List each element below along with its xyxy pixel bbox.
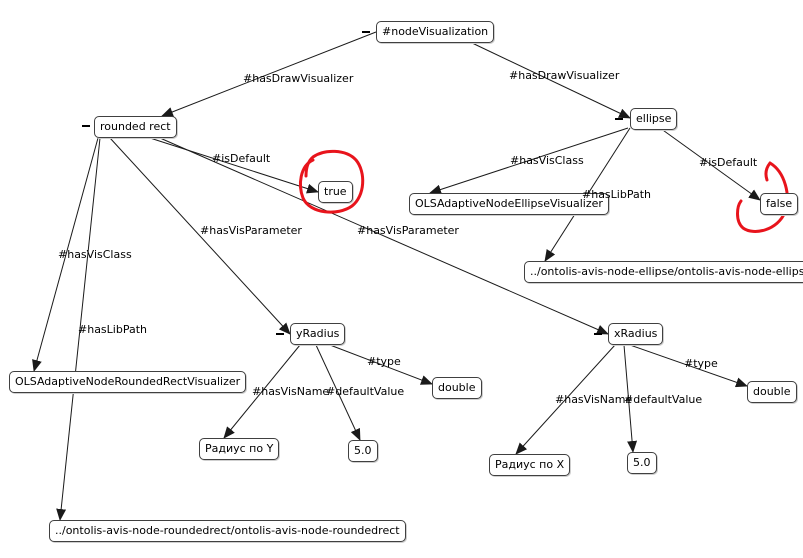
edge-rounded-to-true [149, 137, 319, 194]
edge-yradius-to-double [329, 344, 433, 385]
highlight-circle-true [299, 149, 365, 214]
node-default-x[interactable]: 5.0 [627, 452, 657, 474]
edge-rounded-to-libpath [56, 137, 101, 521]
edge-label-type-x: #type [684, 357, 718, 370]
node-false[interactable]: false [760, 193, 799, 215]
node-ellipse[interactable]: ellipse [630, 108, 678, 130]
edge-label-type-y: #type [367, 355, 401, 368]
edge-label-hasvisparameter-x: #hasVisParameter [357, 224, 459, 237]
node-rounded-libpath[interactable]: ../ontolis-avis-node-roundedrect/ontolis… [49, 520, 406, 542]
edge-label-hasvisparameter-y: #hasVisParameter [200, 224, 302, 237]
edge-label-hasvisname-y: #hasVisName [252, 385, 330, 398]
node-rounded-rect[interactable]: rounded rect [94, 116, 177, 138]
edge-nodevis-to-rounded [161, 31, 377, 117]
collapse-toggle-rounded-rect[interactable] [82, 125, 90, 127]
edge-xradius-to-default [623, 344, 638, 453]
node-ellipse-visualizer[interactable]: OLSAdaptiveNodeEllipseVisualizer [409, 193, 609, 215]
node-rounded-visualizer[interactable]: OLSAdaptiveNodeRoundedRectVisualizer [9, 371, 247, 393]
edge-label-isdefault-right: #isDefault [699, 156, 758, 169]
edge-yradius-to-radiusname [223, 344, 301, 439]
node-radius-y-name[interactable]: Радиус по Y [199, 438, 280, 460]
edge-xradius-to-radiusname [515, 344, 616, 455]
node-default-y[interactable]: 5.0 [348, 440, 378, 462]
edge-label-isdefault-left: #isDefault [212, 152, 271, 165]
node-ellipse-libpath[interactable]: ../ontolis-avis-node-ellipse/ontolis-avi… [524, 261, 803, 283]
edge-yradius-to-default [315, 344, 361, 441]
edge-label-defaultvalue-x: #defaultValue [624, 393, 703, 406]
edge-nodevis-to-ellipse [469, 41, 631, 119]
collapse-toggle-nodevisualization[interactable] [362, 31, 370, 33]
node-double-y[interactable]: double [432, 377, 482, 399]
edge-rounded-to-xradius [159, 137, 609, 335]
node-radius-x-name[interactable]: Радиус по X [489, 454, 571, 476]
node-nodevisualization[interactable]: #nodeVisualization [376, 21, 495, 43]
edge-label-hasvisclass-rounded: #hasVisClass [58, 248, 132, 261]
node-double-x[interactable]: double [747, 381, 797, 403]
edge-ellipse-to-false [659, 127, 761, 201]
node-xradius[interactable]: xRadius [608, 323, 664, 345]
node-true[interactable]: true [318, 181, 353, 203]
edge-label-hasvisname-x: #hasVisName [555, 393, 633, 406]
edge-label-defaultvalue-y: #defaultValue [326, 385, 405, 398]
edge-label-haslibpath-ellipse: #hasLibPath [582, 188, 651, 201]
edge-label-haslibpath-rounded: #hasLibPath [78, 323, 147, 336]
edge-xradius-to-double [629, 344, 748, 388]
edge-label-hasdrawvisualizer-left: #hasDrawVisualizer [243, 72, 354, 85]
collapse-toggle-yradius[interactable] [276, 333, 284, 335]
edge-rounded-to-yradius [109, 137, 291, 335]
edge-ellipse-to-visualizer [429, 127, 629, 195]
edge-rounded-to-visualizer [32, 137, 99, 372]
collapse-toggle-ellipse[interactable] [615, 118, 623, 120]
edge-label-hasvisclass-ellipse: #hasVisClass [510, 154, 584, 167]
collapse-toggle-xradius[interactable] [594, 333, 602, 335]
node-yradius[interactable]: yRadius [290, 323, 346, 345]
highlight-circle-false [736, 161, 789, 233]
edge-label-hasdrawvisualizer-right: #hasDrawVisualizer [509, 69, 620, 82]
